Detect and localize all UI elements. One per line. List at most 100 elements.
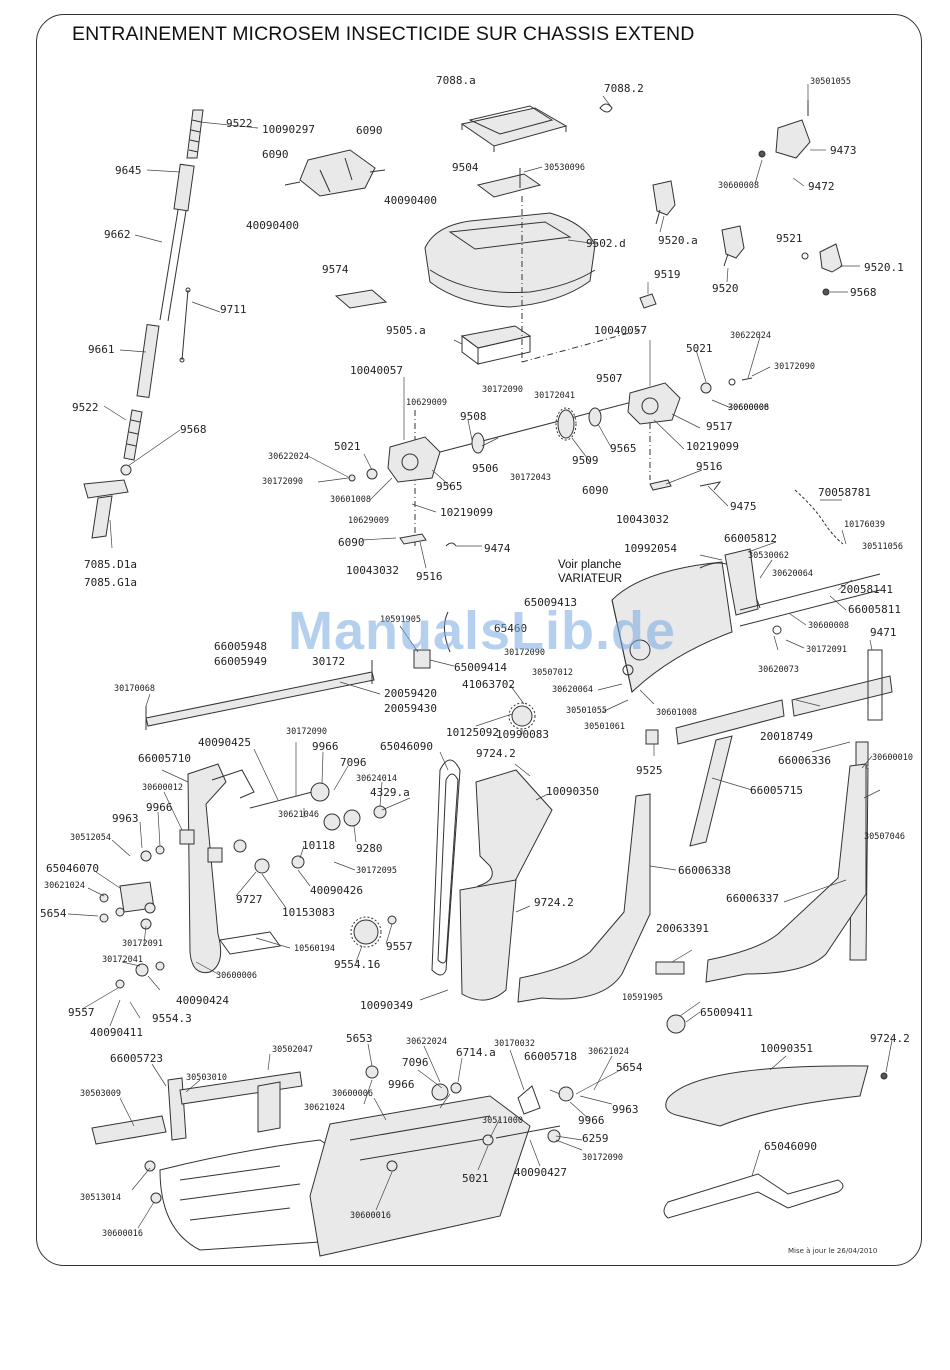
label: 10043032 <box>616 513 669 526</box>
label: 9966 <box>388 1078 415 1091</box>
label: 30620064 <box>552 685 593 695</box>
label: 40090400 <box>384 194 437 207</box>
label: 9554.16 <box>334 958 380 971</box>
label: 30620073 <box>758 665 799 675</box>
label: 5653 <box>346 1032 373 1045</box>
label: 30503010 <box>186 1073 227 1083</box>
label: 9574 <box>322 263 349 276</box>
label: 41063702 <box>462 678 515 691</box>
watermark: ManualsLib.de <box>288 601 677 661</box>
label: 9522 <box>226 117 253 130</box>
tray <box>460 325 532 365</box>
label: 30511000 <box>482 1116 523 1126</box>
label: 30621024 <box>304 1103 345 1113</box>
label: 30512054 <box>70 833 111 843</box>
label: 9475 <box>730 500 757 513</box>
gearbox-left <box>348 436 441 483</box>
label: 9516 <box>416 570 443 583</box>
label: 10090349 <box>360 999 413 1012</box>
label: 30511056 <box>862 542 903 552</box>
label: 30172091 <box>806 645 847 655</box>
label: 66005949 <box>214 655 267 668</box>
label: 30503009 <box>80 1089 121 1099</box>
label: 9506 <box>472 462 499 475</box>
label: 7088.a <box>436 74 476 87</box>
label: 66005811 <box>848 603 901 616</box>
label: 9474 <box>484 542 511 555</box>
label: 7085.D1a <box>84 558 137 571</box>
label: 6090 <box>356 124 383 137</box>
label: 9565 <box>436 480 463 493</box>
label: 10090297 <box>262 123 315 136</box>
plate-66005718 <box>309 1095 531 1257</box>
label: 30507046 <box>864 832 905 842</box>
label: 9504 <box>452 161 479 174</box>
label: 10125092 <box>446 726 499 739</box>
label: 30501061 <box>584 722 625 732</box>
label: 30172090 <box>582 1153 623 1163</box>
label: 9727 <box>236 893 263 906</box>
label: 65009413 <box>524 596 577 609</box>
label: 30172090 <box>504 648 545 658</box>
label: 9966 <box>146 801 173 814</box>
label: 10176039 <box>844 520 885 530</box>
guard-10090349 <box>459 879 517 1001</box>
sprocket-9506 <box>471 432 485 454</box>
label: 40090411 <box>90 1026 143 1039</box>
label: 30600006 <box>332 1089 373 1099</box>
bracket-9520 <box>721 225 745 267</box>
label: 66006337 <box>726 892 779 905</box>
label: 30513014 <box>80 1193 121 1203</box>
label: 20058141 <box>840 583 893 596</box>
label: 9966 <box>312 740 339 753</box>
label: 6714.a <box>456 1046 496 1059</box>
label: 30600008 <box>728 403 769 413</box>
label: 65009414 <box>454 661 507 674</box>
label: 66005948 <box>214 640 267 653</box>
label: 30172043 <box>510 473 551 483</box>
label: 9521 <box>776 232 803 245</box>
hopper <box>424 212 596 308</box>
side-plate-left <box>179 763 321 974</box>
label: 10591905 <box>380 615 421 625</box>
guard-10090351 <box>665 1065 869 1127</box>
label: 10219099 <box>440 506 493 519</box>
label: 30501055 <box>566 706 607 716</box>
telescopic-shaft <box>83 109 204 539</box>
label: 66005715 <box>750 784 803 797</box>
label: 30170068 <box>114 684 155 694</box>
label: 10090350 <box>546 785 599 798</box>
parts-artwork <box>83 100 893 1257</box>
label: 5021 <box>686 342 713 355</box>
sprocket-10990083 <box>508 702 536 730</box>
label: 9724.2 <box>534 896 574 909</box>
leg-66006338 <box>517 793 651 1003</box>
label: 9516 <box>696 460 723 473</box>
label: 10219099 <box>686 440 739 453</box>
label: 30172041 <box>102 955 143 965</box>
label: 9471 <box>870 626 897 639</box>
label: 66005812 <box>724 532 777 545</box>
page-title: ENTRAINEMENT MICROSEM INSECTICIDE SUR CH… <box>72 23 695 45</box>
label: 30622024 <box>268 452 309 462</box>
label: 30601008 <box>330 495 371 505</box>
label: 10040057 <box>350 364 403 377</box>
bracket-9520a <box>652 180 676 225</box>
label: 9966 <box>578 1114 605 1127</box>
label: 65046090 <box>764 1140 817 1153</box>
label: 9557 <box>386 940 413 953</box>
label: 9711 <box>220 303 247 316</box>
label: 40090426 <box>310 884 363 897</box>
label: 30172090 <box>262 477 303 487</box>
label: 9565 <box>610 442 637 455</box>
label: 20059420 <box>384 687 437 700</box>
label: 40090427 <box>514 1166 567 1179</box>
label: 66005710 <box>138 752 191 765</box>
gearbox-right <box>627 377 753 425</box>
leg-66006337 <box>705 763 867 983</box>
bracket-9520-1 <box>801 243 843 296</box>
label: 9963 <box>112 812 139 825</box>
label: 40090425 <box>198 736 251 749</box>
label: 10043032 <box>346 564 399 577</box>
